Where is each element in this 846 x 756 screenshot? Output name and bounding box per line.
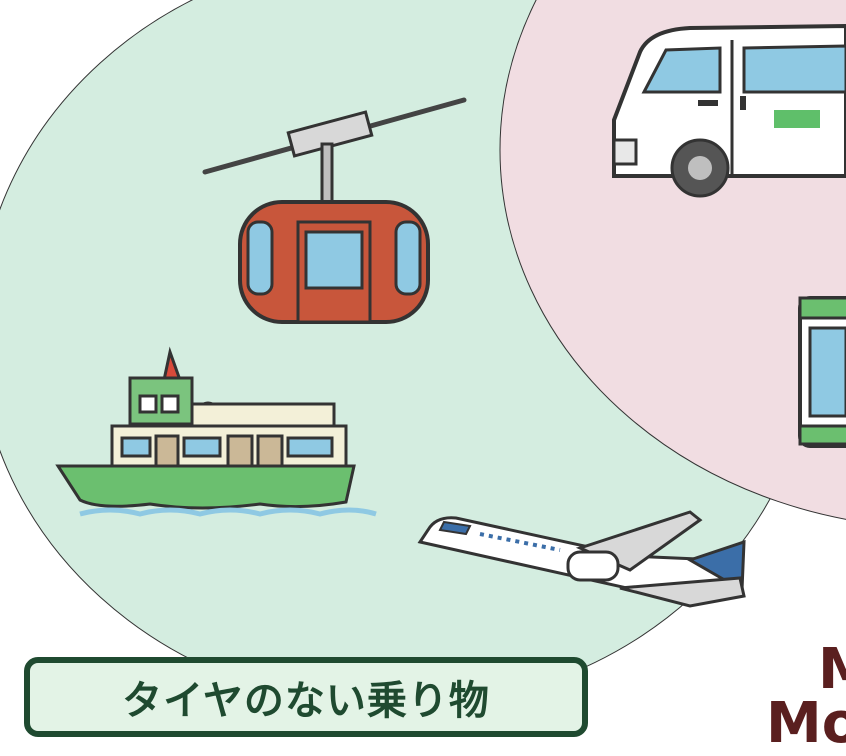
ferry-boat-icon — [55, 346, 377, 517]
category-label: タイヤのない乗り物 — [24, 657, 588, 737]
cropped-text-line-2: Mo — [766, 691, 846, 756]
cropped-text-line-1: M — [818, 637, 846, 702]
cable-car-icon — [202, 97, 467, 324]
van-icon — [612, 23, 846, 198]
airplane-icon — [417, 510, 746, 608]
bus-icon — [798, 296, 846, 448]
